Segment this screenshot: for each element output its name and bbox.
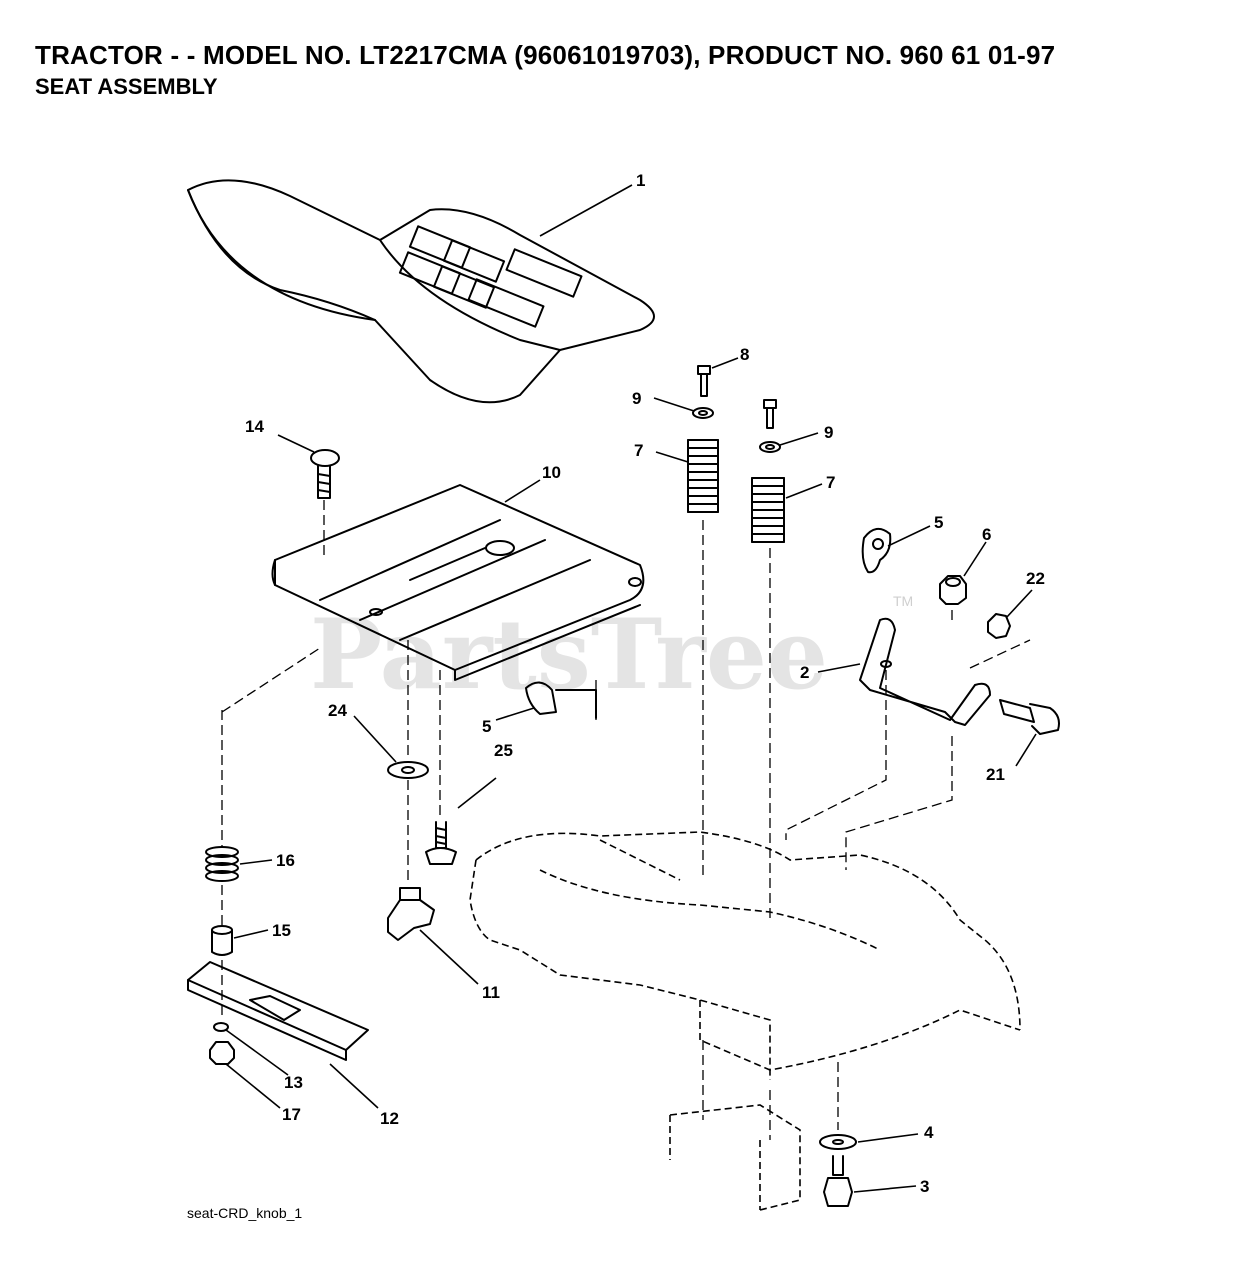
callout-24: 24 <box>328 701 347 720</box>
watermark-text: PartsTree <box>310 598 828 711</box>
lock-nut-part[interactable] <box>987 613 1011 639</box>
callout-7-right: 7 <box>826 473 835 492</box>
washer-part-right[interactable] <box>759 441 781 453</box>
callout-12: 12 <box>380 1109 399 1128</box>
callout-4: 4 <box>924 1123 934 1142</box>
callout-labels: 1 2 3 4 5 5 6 7 7 8 9 9 10 11 12 13 14 1… <box>245 171 1045 1196</box>
callout-17: 17 <box>282 1105 301 1124</box>
screw-part-right[interactable] <box>763 399 777 429</box>
callout-7-left: 7 <box>634 441 643 460</box>
callout-6: 6 <box>982 525 991 544</box>
callout-16: 16 <box>276 851 295 870</box>
callout-13: 13 <box>284 1073 303 1092</box>
spring-part-left[interactable] <box>687 439 719 513</box>
callout-2: 2 <box>800 663 809 682</box>
callout-21: 21 <box>986 765 1005 784</box>
drawing-id: seat-CRD_knob_1 <box>187 1205 303 1221</box>
callout-5-upper: 5 <box>934 513 943 532</box>
callout-9-left: 9 <box>632 389 641 408</box>
spacer-part[interactable] <box>211 925 233 956</box>
spring-part-right[interactable] <box>751 477 785 543</box>
callout-5-lower: 5 <box>482 717 491 736</box>
watermark-tm: TM <box>893 593 913 609</box>
seat-part[interactable] <box>187 179 655 404</box>
hex-nut-part[interactable] <box>939 575 967 605</box>
hex-bolt-part-bottom[interactable] <box>823 1155 853 1207</box>
callout-10: 10 <box>542 463 561 482</box>
flange-nut-part[interactable] <box>209 1041 235 1065</box>
adjustment-plate-part[interactable] <box>187 961 369 1061</box>
compression-spring-part[interactable] <box>205 846 239 882</box>
flange-bolt-part[interactable] <box>425 821 457 865</box>
callout-3: 3 <box>920 1177 929 1196</box>
adjustment-knob-part[interactable] <box>387 887 435 941</box>
callout-14: 14 <box>245 417 264 436</box>
washer-part-bottom[interactable] <box>819 1134 857 1150</box>
callout-25: 25 <box>494 741 513 760</box>
washer-part-left[interactable] <box>692 407 714 419</box>
alignment-lines <box>221 500 1031 1140</box>
page-subtitle: SEAT ASSEMBLY <box>35 74 218 99</box>
shoulder-bolt-part[interactable] <box>999 699 1060 735</box>
seat-bracket-part[interactable] <box>859 617 991 726</box>
flange-spacer-part[interactable] <box>213 1022 229 1032</box>
callout-15: 15 <box>272 921 291 940</box>
callout-1: 1 <box>636 171 645 190</box>
page-title: TRACTOR - - MODEL NO. LT2217CMA (9606101… <box>35 40 1056 70</box>
callout-8: 8 <box>740 345 749 364</box>
leader-lines <box>225 184 1037 1193</box>
callout-11: 11 <box>482 983 500 1002</box>
carriage-bolt-part[interactable] <box>310 449 340 499</box>
switch-clip-part-upper[interactable] <box>861 527 892 574</box>
seat-pan-part[interactable] <box>271 484 645 681</box>
screw-part-left[interactable] <box>697 365 711 397</box>
callout-9-right: 9 <box>824 423 833 442</box>
callout-22: 22 <box>1026 569 1045 588</box>
tractor-frame-reference <box>469 831 1021 1211</box>
flat-washer-part[interactable] <box>387 761 429 779</box>
